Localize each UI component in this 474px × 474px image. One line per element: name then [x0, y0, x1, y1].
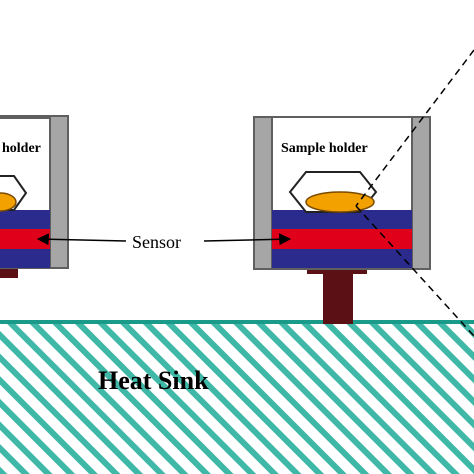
- sensor-arrow-left: [36, 233, 127, 246]
- heat-sink-label: Heat Sink: [98, 366, 209, 395]
- laser-line-upper: [355, 49, 474, 207]
- left-sample: [0, 192, 17, 212]
- sensor-annotation: Sensor: [36, 232, 292, 252]
- heat-sink-body: [0, 322, 474, 474]
- right-stem: [323, 272, 353, 324]
- sensor-label: Sensor: [132, 232, 181, 252]
- right-chamber: Sample holder: [253, 116, 431, 324]
- sensor-arrow-right: [203, 233, 292, 246]
- heat-sink: Heat Sink: [0, 320, 474, 474]
- laser-line-lower: [355, 205, 474, 337]
- left-chamber: holder: [0, 115, 69, 278]
- left-sample-holder-label: holder: [2, 141, 41, 156]
- right-sensor-layer: [272, 229, 412, 249]
- laser-beam-lines: [355, 49, 474, 337]
- right-sample-holder-label: Sample holder: [281, 141, 368, 156]
